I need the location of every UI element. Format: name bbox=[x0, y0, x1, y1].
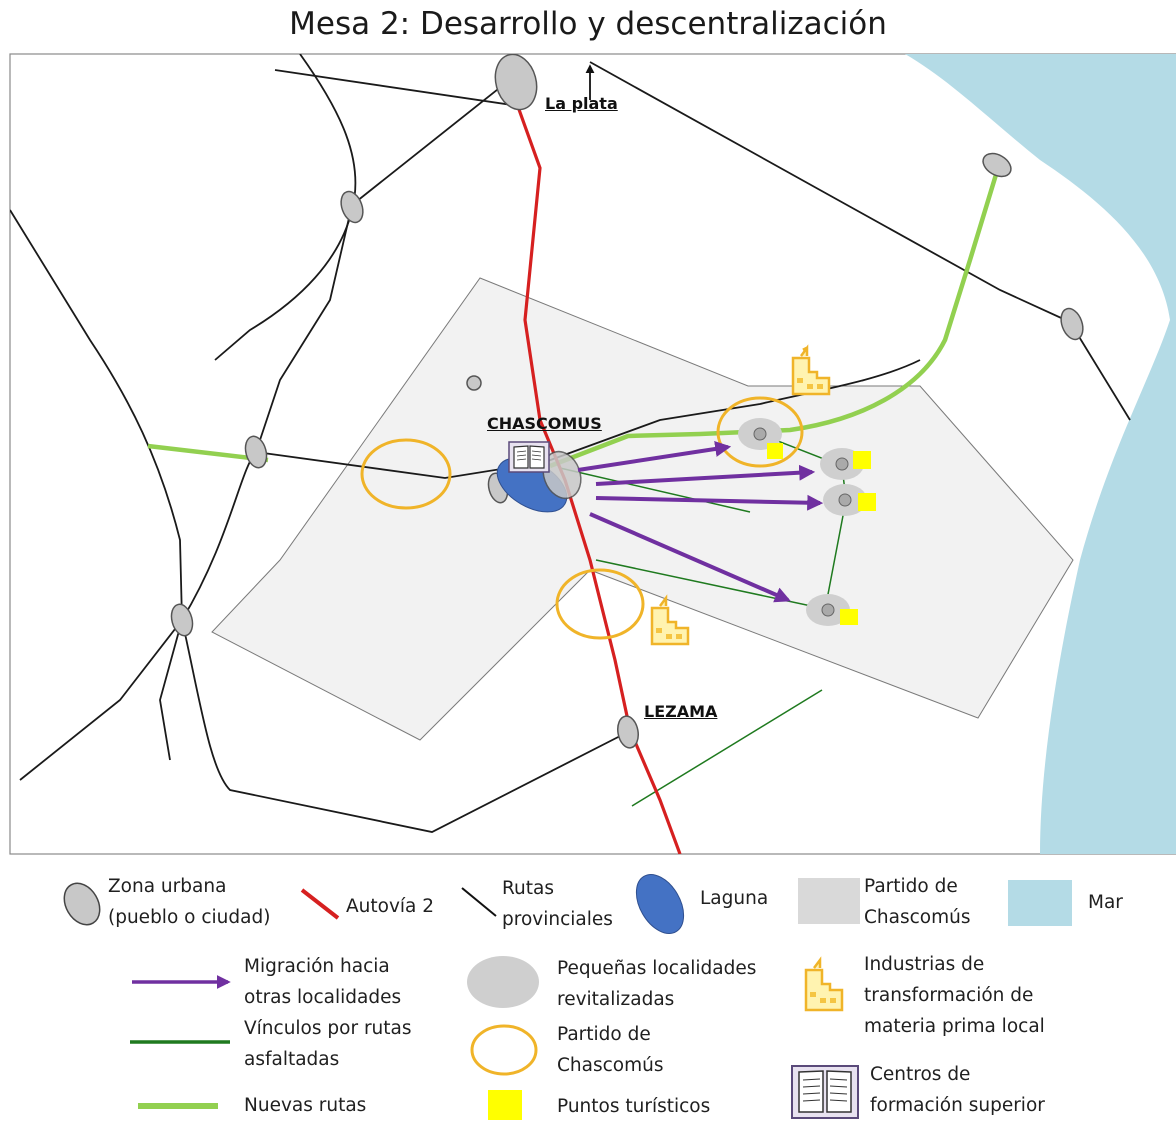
legend-industry-label-3: materia prima local bbox=[864, 1016, 1045, 1037]
partido-circle-west bbox=[360, 438, 452, 510]
route-west-diag bbox=[10, 209, 183, 621]
legend-autovia-icon bbox=[300, 888, 340, 920]
route-sw bbox=[19, 619, 183, 781]
partido-circle-east bbox=[716, 396, 804, 468]
partido-circle-south bbox=[555, 568, 645, 640]
urban-la-plata bbox=[494, 54, 538, 111]
sea-area bbox=[905, 54, 1176, 854]
factory-icon bbox=[650, 594, 690, 646]
migration-arrow-2 bbox=[595, 464, 816, 486]
urban-southwest bbox=[170, 603, 194, 637]
legend-autovia-label: Autovía 2 bbox=[346, 896, 435, 917]
legend-paved-label-1: Vínculos por rutas bbox=[244, 1018, 412, 1039]
legend-tourist-label: Puntos turísticos bbox=[557, 1096, 711, 1117]
legend-industry-label-2: transformación de bbox=[864, 985, 1034, 1006]
legend-route-icon bbox=[461, 887, 497, 917]
link-2 bbox=[595, 559, 831, 611]
migration-arrow-4 bbox=[589, 512, 791, 603]
legend-urban-label-1: Zona urbana bbox=[108, 876, 227, 897]
legend-locality-label-2: revitalizadas bbox=[557, 989, 675, 1010]
legend-sea-icon bbox=[1008, 880, 1072, 926]
partido-circles bbox=[360, 396, 804, 640]
legend-paved-label-2: asfaltadas bbox=[244, 1049, 340, 1070]
urban-nw bbox=[340, 190, 364, 224]
urban-ne-coast bbox=[982, 152, 1012, 178]
route-chascomus-east bbox=[544, 359, 921, 463]
route-plata-sw bbox=[255, 77, 513, 453]
link-3 bbox=[759, 433, 847, 611]
legend-partido-area-label-2: Chascomús bbox=[864, 907, 971, 928]
legend-routes-label-1: Rutas bbox=[502, 878, 554, 899]
legend-book-label-2: formación superior bbox=[870, 1095, 1045, 1116]
legend-urban-icon bbox=[63, 882, 101, 926]
legend-industry-label-1: Industrias de bbox=[864, 954, 985, 975]
tourist-point-1 bbox=[767, 443, 783, 459]
legend-locality-icon bbox=[467, 956, 539, 1008]
label-chascomus: CHASCOMUS bbox=[487, 414, 602, 433]
migration-arrows bbox=[577, 441, 824, 603]
migration-arrow-3 bbox=[595, 494, 824, 511]
map-title: Mesa 2: Desarrollo y descentralización bbox=[289, 6, 887, 42]
label-la-plata: La plata bbox=[545, 94, 618, 113]
legend-partido-circle-icon bbox=[470, 1024, 538, 1076]
legend-partido-area-label-1: Partido de bbox=[864, 876, 958, 897]
legend-locality-label-1: Pequeñas localidades bbox=[557, 958, 757, 979]
urban-zones bbox=[170, 54, 1084, 749]
route-south bbox=[181, 619, 629, 833]
label-lezama: LEZAMA bbox=[644, 702, 718, 721]
legend-tourist-icon bbox=[488, 1090, 522, 1120]
legend-partido-area-icon bbox=[798, 878, 860, 924]
tourist-point-4 bbox=[840, 609, 858, 625]
legend-book-icon bbox=[791, 1065, 859, 1119]
legend-partido-circle-label-2: Chascomús bbox=[557, 1055, 664, 1076]
legend-factory-icon bbox=[804, 956, 844, 1012]
provincial-routes bbox=[10, 54, 1131, 833]
link-1 bbox=[559, 467, 751, 513]
urban-east bbox=[1060, 307, 1084, 341]
migration-arrow-1 bbox=[577, 441, 732, 472]
autovia-2 bbox=[510, 89, 682, 854]
legend-urban-label-2: (pueblo o ciudad) bbox=[108, 907, 271, 928]
book-icon bbox=[508, 441, 550, 473]
link-4 bbox=[631, 689, 823, 807]
factory-icon bbox=[791, 344, 831, 396]
legend-sea-label: Mar bbox=[1088, 892, 1123, 913]
tourist-points bbox=[767, 443, 876, 625]
legend-book-label-1: Centros de bbox=[870, 1064, 971, 1085]
urban-small-central bbox=[466, 375, 482, 391]
legend-routes-label-2: provinciales bbox=[502, 909, 613, 930]
tourist-point-2 bbox=[853, 451, 871, 469]
legend-partido-circle-label-1: Partido de bbox=[557, 1024, 651, 1045]
route-plata-east bbox=[589, 61, 1131, 421]
legend-laguna-icon bbox=[635, 874, 685, 934]
legend-migration-label-2: otras localidades bbox=[244, 987, 402, 1008]
legend-new-route-label: Nuevas rutas bbox=[244, 1095, 367, 1116]
legend-laguna-label: Laguna bbox=[700, 888, 769, 909]
paved-links bbox=[559, 433, 847, 807]
new-route-east bbox=[549, 167, 1001, 469]
urban-lezama bbox=[617, 715, 639, 749]
urban-west bbox=[244, 435, 268, 469]
route-south2 bbox=[159, 619, 183, 761]
legend-migration-label-1: Migración hacia bbox=[244, 956, 390, 977]
tourist-point-3 bbox=[858, 493, 876, 511]
